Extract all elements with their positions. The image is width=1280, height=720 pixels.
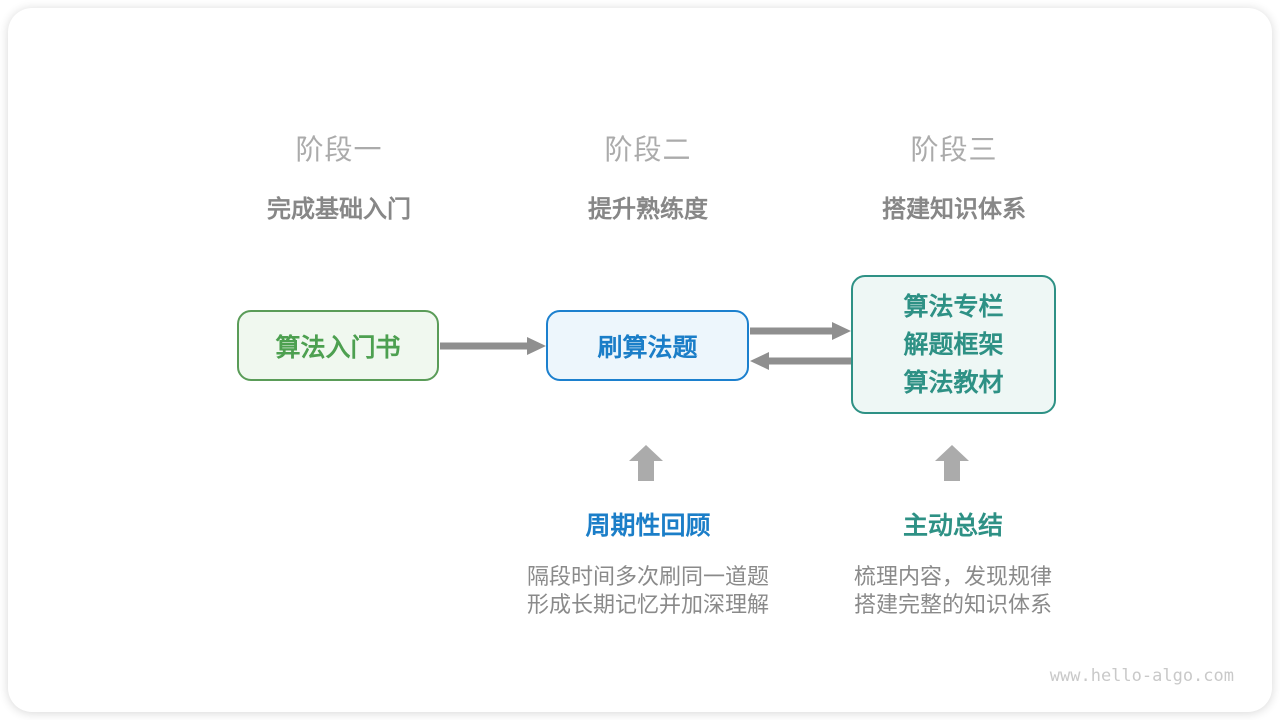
annotation-periodic-review-title: 周期性回顾 — [585, 512, 711, 540]
diagram-card: 阶段一 完成基础入门 阶段二 提升熟练度 阶段三 搭建知识体系 算法入门书 刷算… — [8, 8, 1272, 712]
node-intro-book: 算法入门书 — [237, 310, 439, 381]
annotation-active-summary: 主动总结 梳理内容，发现规律 搭建完整的知识体系 — [783, 513, 1123, 619]
flow-arrow-left-icon — [750, 352, 851, 370]
node-practice-problems: 刷算法题 — [546, 310, 749, 381]
annotation-active-summary-title: 主动总结 — [902, 512, 1003, 540]
stage-2-title: 阶段二 — [604, 134, 692, 165]
annotation-periodic-review-description: 隔段时间多次刷同一道题 形成长期记忆并加深理解 — [478, 563, 818, 619]
annotation-active-summary-description: 梳理内容，发现规律 搭建完整的知识体系 — [783, 563, 1123, 619]
description-line: 搭建完整的知识体系 — [853, 592, 1052, 617]
stage-3-subtitle: 搭建知识体系 — [882, 196, 1026, 223]
description-line: 梳理内容，发现规律 — [853, 564, 1052, 589]
stage-1-header: 阶段一 完成基础入门 — [189, 128, 489, 224]
node-resources-line-1: 算法专栏 — [903, 292, 1004, 321]
description-line: 形成长期记忆并加深理解 — [526, 592, 769, 617]
annotation-periodic-review: 周期性回顾 隔段时间多次刷同一道题 形成长期记忆并加深理解 — [478, 513, 818, 619]
stage-3-title: 阶段三 — [910, 134, 998, 165]
node-knowledge-resources: 算法专栏 解题框架 算法教材 — [851, 275, 1056, 414]
stage-2-subtitle: 提升熟练度 — [588, 196, 708, 223]
node-practice-problems-label: 刷算法题 — [597, 333, 698, 362]
watermark: www.hello-algo.com — [1049, 666, 1234, 686]
node-resources-line-2: 解题框架 — [903, 330, 1004, 359]
stage-1-title: 阶段一 — [295, 134, 383, 165]
stage-1-subtitle: 完成基础入门 — [267, 196, 411, 223]
flow-arrow-right-icon — [750, 322, 851, 340]
stage-2-header: 阶段二 提升熟练度 — [498, 128, 798, 224]
node-resources-line-3: 算法教材 — [903, 368, 1004, 397]
node-intro-book-label: 算法入门书 — [275, 333, 401, 362]
flow-arrow-right-icon — [440, 337, 546, 355]
stage-3-header: 阶段三 搭建知识体系 — [804, 128, 1104, 224]
description-line: 隔段时间多次刷同一道题 — [526, 564, 769, 589]
up-block-arrow-icon — [629, 445, 663, 481]
up-block-arrow-icon — [935, 445, 969, 481]
